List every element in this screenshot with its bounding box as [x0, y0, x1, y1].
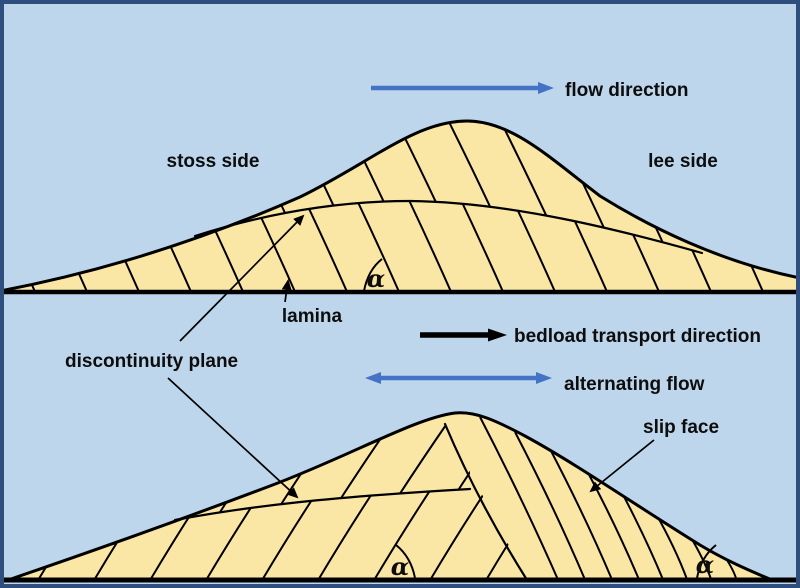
alternating-flow-label: alternating flow: [564, 374, 705, 395]
upper-discontinuity-plane-line: [193, 199, 704, 255]
lamina-line: [619, 488, 665, 580]
upper-dune-surface: [0, 119, 800, 293]
flow-direction-label: flow direction: [565, 80, 689, 101]
lamina-label: lamina: [282, 306, 343, 327]
upper-alpha-arc: [363, 258, 383, 292]
slip-face-pointer-arrow: [589, 439, 655, 493]
lower-discontinuity-plane-line: [173, 487, 472, 522]
lamina-line: [584, 466, 641, 580]
lower-dune-surface: [6, 411, 774, 582]
lower-left-alpha-label: α: [391, 552, 409, 581]
lee-side-label: lee side: [648, 151, 718, 172]
lower-right-alpha-label: α: [696, 550, 714, 579]
upper-dune-body: [0, 121, 800, 294]
slip-face-boundary-line: [443, 422, 529, 582]
upper-alpha-label: α: [367, 264, 385, 293]
lamina-line: [479, 416, 560, 580]
lamina-line: [514, 431, 587, 580]
bedload-transport-direction-label: bedload transport direction: [514, 326, 761, 347]
stoss-side-label: stoss side: [167, 151, 260, 172]
lower-right-alpha-arc: [696, 544, 717, 579]
discontinuity-plane-label: discontinuity plane: [65, 351, 238, 372]
lamina-line: [549, 448, 614, 580]
slip-face-label: slip face: [643, 417, 719, 438]
lower-left-alpha-arc: [395, 544, 416, 579]
discontinuity-pointer-lower: [167, 377, 299, 499]
lamina-pointer-arrow: [281, 279, 292, 303]
discontinuity-pointer-upper: [179, 214, 305, 342]
